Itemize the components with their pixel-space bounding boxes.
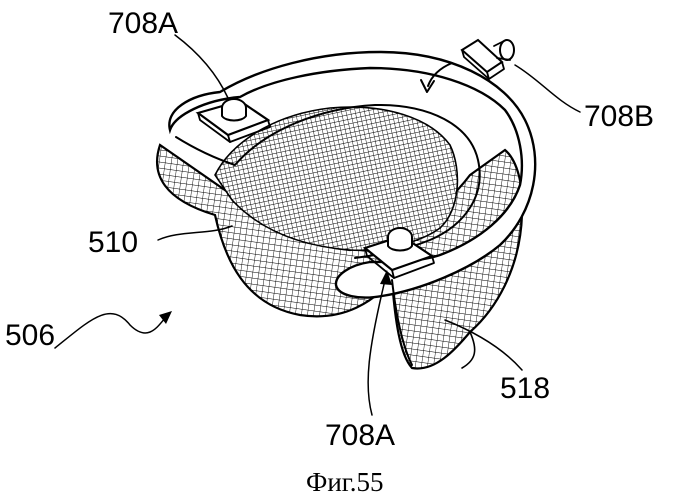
label-510: 510 [88,226,138,259]
leader-708b [515,65,580,112]
figure-caption: Фиг.55 [306,467,384,497]
leader-708a-top [175,35,228,98]
mouthguard-drawing [157,40,535,368]
label-708b: 708B [584,100,654,133]
label-518: 518 [500,372,550,405]
label-708a-bottom: 708A [325,419,395,452]
leader-506 [55,314,168,348]
label-708a-top: 708A [108,7,178,40]
label-506: 506 [5,319,55,352]
